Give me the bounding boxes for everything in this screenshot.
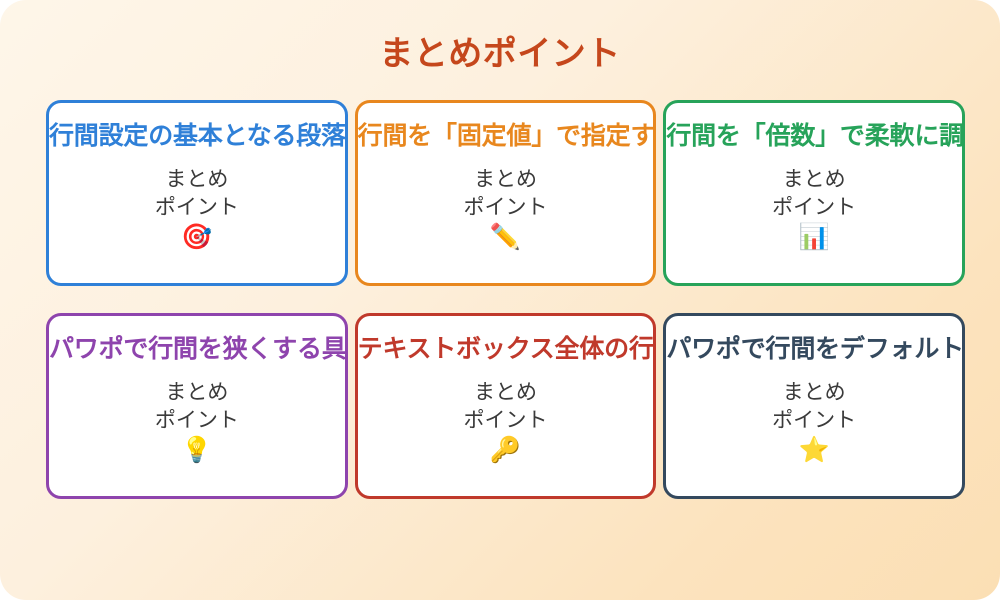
- card-title: 行間設定の基本となる段落: [49, 122, 346, 150]
- star-icon: ⭐: [798, 436, 830, 465]
- target-icon: 🎯: [181, 223, 213, 252]
- summary-card[interactable]: パワポで行間をデフォルト まとめ ポイント ⭐: [663, 313, 965, 499]
- card-body-text: まとめ ポイント: [772, 168, 857, 219]
- page-title: まとめポイント: [379, 35, 621, 73]
- bar-chart-icon: 📊: [798, 223, 830, 252]
- summary-card-grid: 行間設定の基本となる段落 まとめ ポイント 🎯 行間を「固定値」で指定す まとめ…: [0, 88, 1000, 600]
- card-body-text: まとめ ポイント: [154, 381, 239, 432]
- summary-card[interactable]: テキストボックス全体の行 まとめ ポイント 🔑: [354, 313, 657, 499]
- card-body-text: まとめ ポイント: [154, 168, 239, 219]
- lightbulb-icon: 💡: [181, 436, 213, 465]
- card-body-text: まとめ ポイント: [772, 381, 857, 432]
- summary-card[interactable]: パワポで行間を狭くする具 まとめ ポイント 💡: [46, 313, 348, 499]
- pencil-icon: ✏️: [489, 223, 522, 252]
- card-title: 行間を「倍数」で柔軟に調: [666, 122, 964, 150]
- summary-card[interactable]: 行間設定の基本となる段落 まとめ ポイント 🎯: [46, 100, 348, 286]
- summary-card[interactable]: 行間を「倍数」で柔軟に調 まとめ ポイント 📊: [663, 100, 965, 286]
- card-body-text: まとめ ポイント: [463, 168, 548, 219]
- summary-card[interactable]: 行間を「固定値」で指定す まとめ ポイント ✏️: [354, 100, 657, 286]
- card-title: テキストボックス全体の行: [357, 335, 654, 363]
- card-title: パワポで行間をデフォルト: [666, 335, 964, 363]
- card-title: 行間を「固定値」で指定す: [357, 122, 656, 150]
- card-title: パワポで行間を狭くする具: [49, 335, 347, 363]
- key-icon: 🔑: [489, 436, 522, 465]
- card-body-text: まとめ ポイント: [463, 381, 548, 432]
